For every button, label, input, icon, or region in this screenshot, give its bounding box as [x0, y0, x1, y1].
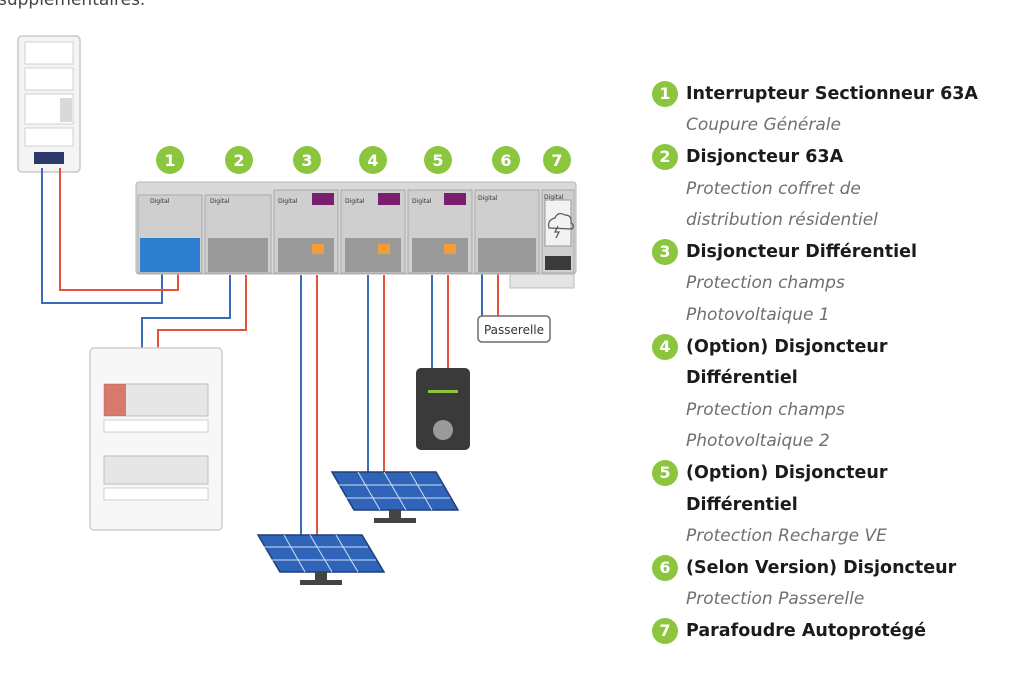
module-number-1: 1 [164, 151, 175, 170]
gateway-label: Passerelle [484, 323, 544, 337]
distribution-panel [89, 347, 223, 531]
module-badges: 1 2 3 4 5 6 7 [156, 146, 571, 174]
legend-sub-3b: Photovoltaique 1 [686, 304, 830, 325]
legend-badge-6: 6 [652, 554, 678, 581]
module-badge-2 [225, 146, 253, 174]
ev-charger [416, 368, 470, 450]
solar-panel-1 [256, 534, 386, 585]
breaker-brand-2: Digital [210, 198, 230, 205]
legend-badge-2: 2 [652, 143, 678, 170]
legend-item-3: 3 Disjoncteur Différentiel [652, 236, 1022, 268]
legend-title-3: Disjoncteur Différentiel [686, 241, 917, 262]
module-badge-1 [156, 146, 184, 174]
module-badge-5 [424, 146, 452, 174]
breaker-brand-labels: Digital Digital Digital Digital Digital … [150, 194, 564, 205]
legend-item-6: 6 (Selon Version) Disjoncteur [652, 552, 1022, 584]
clipped-header-text: supplémentaires. [0, 0, 146, 10]
module-number-6: 6 [500, 151, 511, 170]
solar-panel-2 [330, 471, 460, 523]
legend-item-5: 5 (Option) Disjoncteur [652, 457, 1022, 489]
breaker-brand-4: Digital [345, 198, 365, 205]
legend-badge-5: 5 [652, 459, 678, 486]
wires [41, 168, 499, 535]
module-number-5: 5 [432, 151, 443, 170]
breaker-brand-1: Digital [150, 198, 170, 205]
breaker-brand-6: Digital [478, 195, 498, 202]
breaker-brand-7: Digital [544, 194, 564, 201]
module-number-3: 3 [301, 151, 312, 170]
legend-item-1: 1 Interrupteur Sectionneur 63A [652, 78, 1022, 110]
legend-sub-2a: Protection coffret de [686, 178, 861, 199]
gateway: Passerelle [477, 315, 551, 343]
legend-sub-6: Protection Passerelle [686, 589, 865, 610]
legend-title-5b: Différentiel [686, 494, 798, 515]
legend-badge-1: 1 [652, 80, 678, 107]
legend-sub-2b: distribution résidentiel [686, 210, 878, 231]
legend-badge-7: 7 [652, 617, 678, 644]
legend-title-4b: Différentiel [686, 368, 798, 389]
legend-title-7: Parafoudre Autoprotégé [686, 620, 927, 641]
module-badge-4 [359, 146, 387, 174]
electrical-diagram: Digital Digital Digital Digital Digital … [17, 35, 577, 585]
legend-title-5a: (Option) Disjoncteur [686, 462, 888, 483]
breaker-row [135, 181, 577, 289]
breaker-brand-5: Digital [412, 198, 432, 205]
legend-item-2: 2 Disjoncteur 63A [652, 141, 1022, 173]
legend: 1 Interrupteur Sectionneur 63A Coupure G… [652, 78, 1022, 647]
module-badge-6 [492, 146, 520, 174]
legend-title-4a: (Option) Disjoncteur [686, 336, 888, 357]
legend-badge-4: 4 [652, 333, 678, 360]
legend-sub-3a: Protection champs [686, 273, 845, 294]
legend-title-2: Disjoncteur 63A [686, 146, 844, 167]
surge-protector-icon [548, 212, 574, 239]
legend-sub-4b: Photovoltaique 2 [686, 431, 830, 452]
electric-meter [17, 35, 81, 173]
legend-sub-5: Protection Recharge VE [686, 526, 887, 547]
legend-item-4: 4 (Option) Disjoncteur [652, 331, 1022, 363]
legend-item-7: 7 Parafoudre Autoprotégé [652, 615, 1022, 647]
module-badge-7 [543, 146, 571, 174]
legend-sub-1: Coupure Générale [686, 115, 841, 136]
legend-title-6: (Selon Version) Disjoncteur [686, 557, 957, 578]
module-number-2: 2 [233, 151, 244, 170]
legend-title-1: Interrupteur Sectionneur 63A [686, 83, 978, 104]
legend-sub-4a: Protection champs [686, 399, 845, 420]
legend-badge-3: 3 [652, 238, 678, 265]
module-number-7: 7 [551, 151, 562, 170]
breaker-brand-3: Digital [278, 198, 298, 205]
module-number-4: 4 [367, 151, 378, 170]
module-badge-3 [293, 146, 321, 174]
